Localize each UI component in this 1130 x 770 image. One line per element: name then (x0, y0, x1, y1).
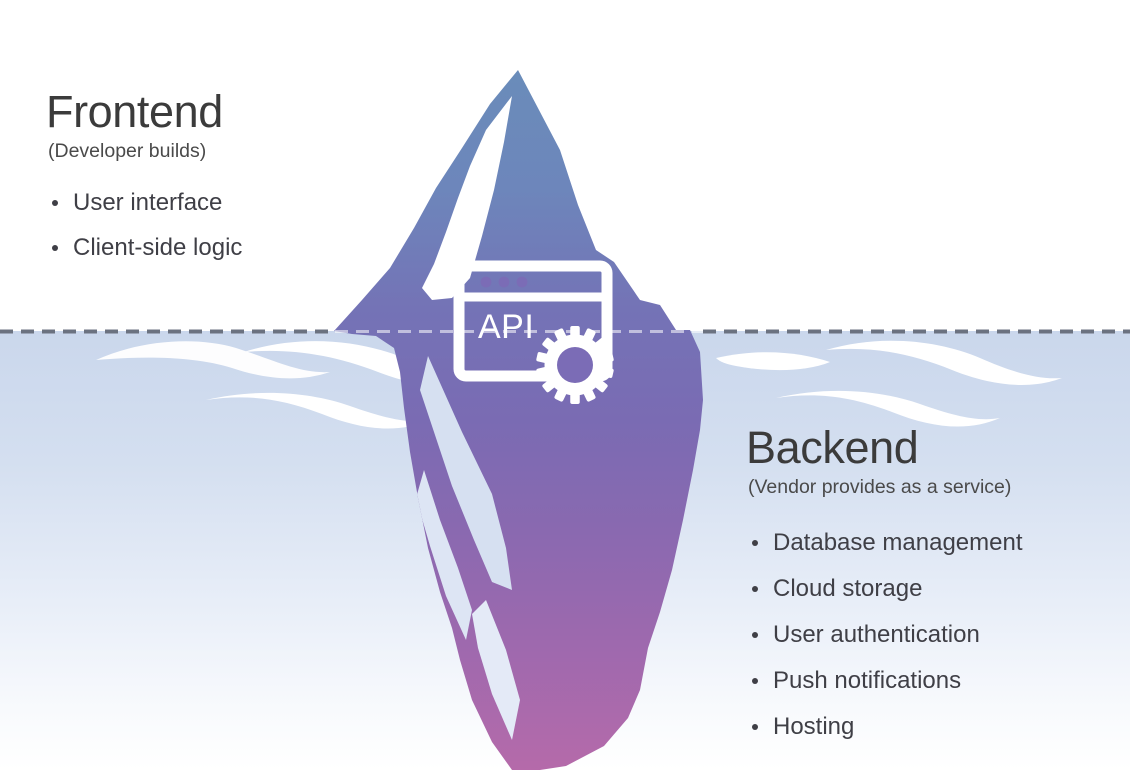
list-item: Database management (746, 531, 1023, 555)
wave-shape (826, 340, 1062, 385)
api-window-frame (453, 260, 613, 382)
list-item: Push notifications (746, 669, 1023, 693)
iceberg (334, 70, 703, 770)
api-window-dot (516, 276, 528, 288)
frontend-bullet-list: User interface Client-side logic (46, 191, 242, 260)
crack-shape (420, 356, 512, 590)
wave-shape (206, 392, 430, 429)
list-item: User authentication (746, 623, 1023, 647)
wave-shape (96, 341, 330, 379)
list-item: Client-side logic (46, 236, 242, 260)
iceberg-crevasse-top (422, 96, 512, 300)
list-item: Cloud storage (746, 577, 1023, 601)
frontend-section: Frontend (Developer builds) User interfa… (46, 88, 242, 281)
wave-shape (776, 390, 1000, 427)
wave-shape (716, 352, 830, 371)
crack-shape (416, 470, 472, 640)
api-label: API (478, 308, 534, 346)
backend-heading: Backend (746, 422, 919, 473)
list-item: User interface (46, 191, 242, 215)
crack-shape (472, 600, 520, 740)
backend-section: Backend (Vendor provides as a service) D… (746, 424, 1023, 761)
gear-icon (536, 326, 614, 404)
iceberg-silhouette (334, 70, 703, 770)
iceberg-underwater-cracks (416, 356, 520, 740)
backend-bullet-list: Database management Cloud storage User a… (746, 531, 1023, 739)
api-window-dot (480, 276, 492, 288)
backend-subheading: (Vendor provides as a service) (748, 475, 1012, 498)
wave-group-right (716, 340, 1062, 427)
api-window-dot (498, 276, 510, 288)
frontend-heading: Frontend (46, 86, 223, 137)
frontend-subheading: (Developer builds) (48, 139, 207, 162)
api-icon[interactable]: API (453, 260, 614, 404)
list-item: Hosting (746, 715, 1023, 739)
